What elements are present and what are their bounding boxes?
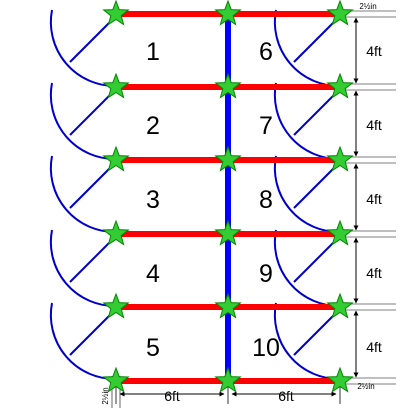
star-icon xyxy=(214,145,242,172)
cell-label-right-6: 6 xyxy=(259,38,273,66)
posts xyxy=(102,0,354,393)
star-icon xyxy=(326,72,354,99)
star-icon xyxy=(326,0,354,26)
door-swing-arc-left xyxy=(49,302,117,381)
cell-label-right-8: 8 xyxy=(259,186,273,214)
cell-label-left-3: 3 xyxy=(146,186,160,214)
cell-label-left-2: 2 xyxy=(146,112,160,140)
cell-label-right-7: 7 xyxy=(259,112,273,140)
door-swing-arc-left xyxy=(49,9,117,88)
width-label-right: 6ft xyxy=(278,388,294,404)
row-height-label-3: 4ft xyxy=(366,191,382,207)
row-height-label-1: 4ft xyxy=(366,43,382,59)
star-icon xyxy=(326,219,354,246)
cell-label-left-5: 5 xyxy=(146,334,160,362)
star-icon xyxy=(102,72,130,99)
star-icon xyxy=(326,145,354,172)
cell-label-right-10: 10 xyxy=(252,334,280,362)
door-swing-arc-right xyxy=(273,302,341,381)
gap-label-vertical: 2½in xyxy=(101,387,110,404)
star-icon xyxy=(102,219,130,246)
row-height-label-4: 4ft xyxy=(366,265,382,281)
star-icon xyxy=(102,0,130,26)
cell-labels: 1 2 3 4 5 6 7 8 9 10 4ft 4ft 4ft 4ft 4ft… xyxy=(101,2,382,405)
gap-label-bottom: 2½in xyxy=(357,382,374,391)
star-icon xyxy=(326,366,354,393)
gap-label-top: 2½in xyxy=(359,2,376,11)
star-icon xyxy=(214,366,242,393)
star-icon xyxy=(214,0,242,26)
star-icon xyxy=(102,366,130,393)
star-icon xyxy=(326,292,354,319)
star-icon xyxy=(214,219,242,246)
row-height-label-2: 4ft xyxy=(366,117,382,133)
cell-label-left-4: 4 xyxy=(146,260,160,288)
row-height-label-5: 4ft xyxy=(366,339,382,355)
star-icon xyxy=(214,292,242,319)
door-swing-arc-left xyxy=(49,155,117,234)
cell-label-right-9: 9 xyxy=(259,260,273,288)
door-swing-arc-left xyxy=(49,82,117,161)
width-label-left: 6ft xyxy=(164,388,180,404)
cell-label-left-1: 1 xyxy=(146,38,160,66)
star-icon xyxy=(102,292,130,319)
star-icon xyxy=(214,72,242,99)
door-swing-arc-right xyxy=(273,155,341,234)
star-icon xyxy=(102,145,130,172)
dimensions xyxy=(111,10,396,408)
door-swings xyxy=(49,9,341,381)
door-swing-arc-left xyxy=(49,229,117,308)
